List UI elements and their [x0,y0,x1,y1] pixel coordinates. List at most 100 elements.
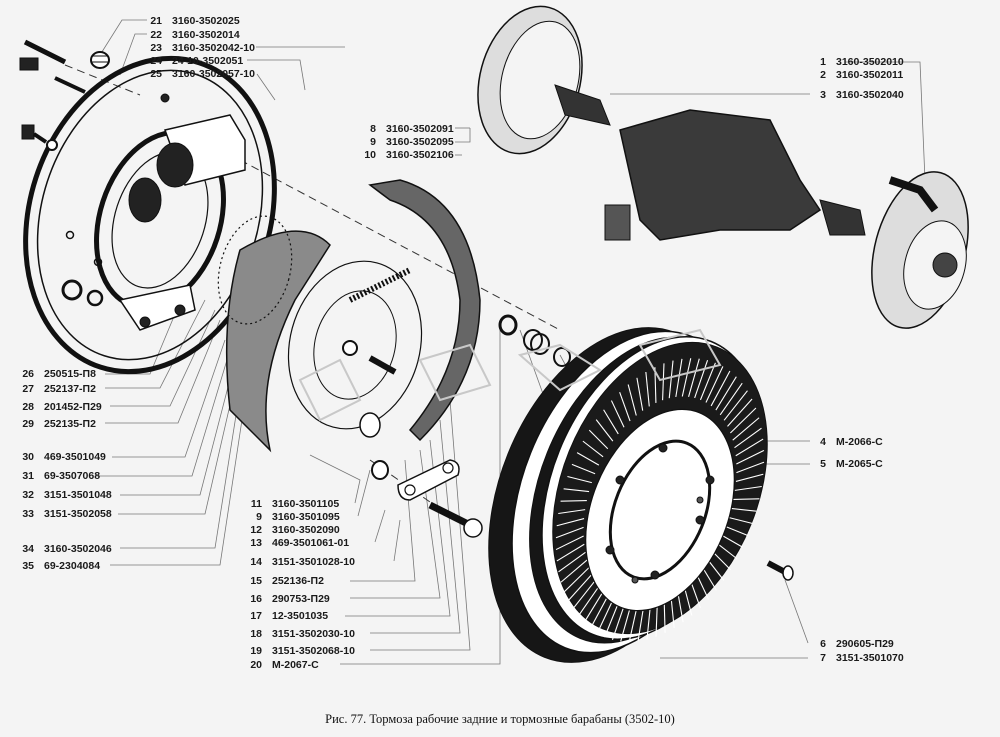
drum-fin [596,597,615,634]
callout-number: 18 [250,628,262,640]
part-number: 252136-П2 [272,575,324,587]
drum-fin [589,593,610,630]
callout-number: 26 [22,368,34,380]
adjuster-disc [217,215,293,325]
part-number: 3151-3501070 [836,652,904,664]
drum-fin [735,438,764,457]
callout-number: 34 [22,543,34,555]
drum-fin [662,363,665,401]
part-number: 3160-3502091 [386,123,454,135]
drum-fin [645,371,650,407]
drum-fin [567,475,592,484]
drum-fin [735,473,764,482]
part-number: 3160-3502025 [172,15,240,27]
lever-and-bolt [371,459,483,538]
brake-drum [488,327,768,663]
drum-fin [595,419,614,442]
backing-plate [23,55,277,375]
drum-fin [694,360,709,399]
part-number: 290753-П29 [272,593,330,605]
drum-fin [730,507,757,512]
drum-fin [705,366,724,403]
drum-fin [720,534,744,548]
drum-fin [558,551,586,573]
part-number: 290605-П29 [836,638,894,650]
drum-fin [619,391,631,422]
drum-fin [668,360,674,399]
callout-label: 20 М-2067-С [248,659,319,671]
drum-fin [736,461,765,474]
drum-fin [734,485,762,491]
drum-fin [563,566,591,593]
drum-fin [560,500,587,502]
callout-number: 9 [370,136,376,148]
part-number: 12-3501035 [272,610,329,622]
drum-fin [716,542,738,560]
part-number: 250515-П8 [44,368,96,380]
callout-number: 29 [22,418,34,430]
drum-fin [675,358,683,398]
callout-number: 16 [250,593,262,605]
drum-fin [556,518,585,527]
drum-fin [588,429,609,450]
callout-number: 22 [150,29,162,41]
callout-number: 20 [250,659,262,671]
brake-shoes [225,179,481,453]
callout-number: 27 [22,383,34,395]
callout-number: 17 [250,610,262,622]
part-number: 3160-3502106 [386,149,454,161]
drum-fin [699,362,716,401]
drum-fin [636,377,644,411]
drum-fin [603,409,619,435]
drum-fin [688,358,700,397]
callout-number: 24 [150,55,162,67]
drum-fin [572,579,597,610]
part-number: 3151-3501048 [44,489,112,501]
part-number: 3151-3501028-10 [272,556,355,568]
callout-number: 3 [820,89,826,101]
callout-number: 13 [250,537,262,549]
drum-fin [736,449,765,465]
callout-number: 2 [820,69,826,81]
part-number: М-2067-С [272,659,319,671]
part-number: 69-3507068 [44,470,101,482]
drum-fin [734,427,762,449]
callout-number: 33 [22,508,34,520]
callout-number: 19 [250,645,262,657]
callout-number: 6 [820,638,826,650]
drum-fin [719,382,743,416]
drum-fin [582,440,604,458]
callout-number: 8 [370,123,376,135]
part-number: 69-2304084 [44,560,101,572]
drum-fin [728,516,753,525]
callout-number: 15 [250,575,262,587]
drum-fin [711,550,732,571]
callout-number: 25 [150,68,162,80]
callout-number: 35 [22,560,34,572]
callout-number: 14 [250,556,262,568]
watermark [298,328,722,422]
part-number: 252135-П2 [44,418,96,430]
callout-number: 4 [820,436,826,448]
part-number: 3160-3502010 [836,56,904,68]
callout-label: 15 252136-П2 [248,575,324,587]
callout-number: 5 [820,458,826,470]
callout-label: 14 3151-3501028-10 [248,556,355,568]
drum-fin [555,535,584,551]
drum-fin [715,376,737,411]
callout-label: 35 69-2304084 [20,560,100,572]
